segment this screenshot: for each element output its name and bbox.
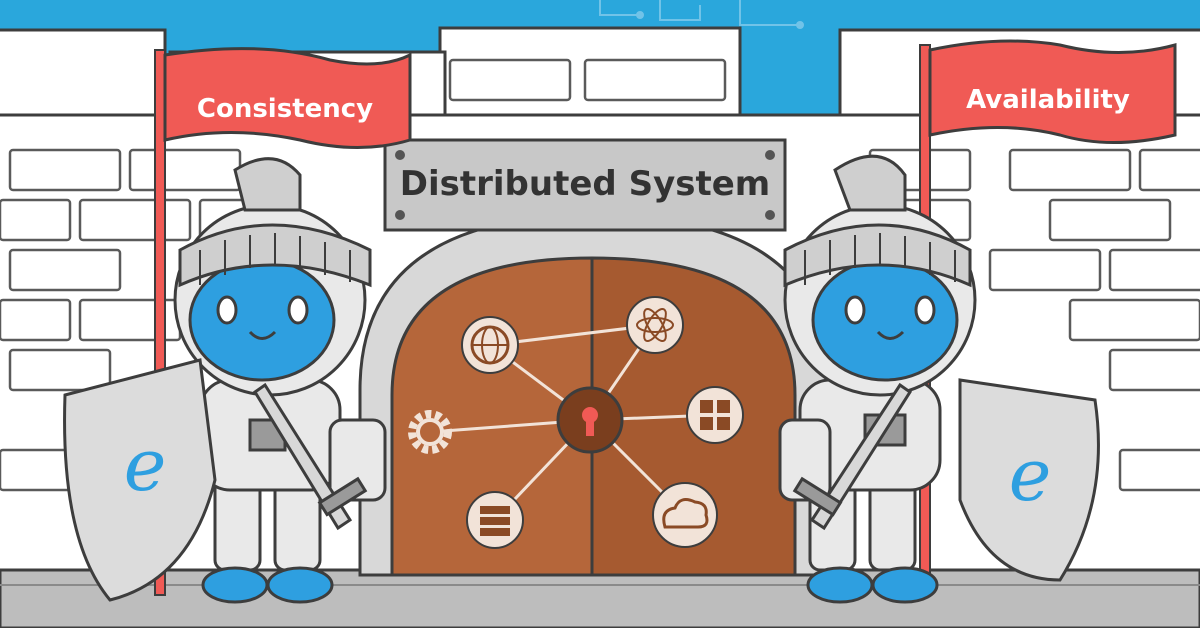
server-icon [466,491,524,549]
knight-right: e [778,154,1100,604]
ground [0,568,1200,628]
circuit-pattern [599,0,804,29]
flag-consistency: Consistency [154,47,412,596]
globe-icon [461,316,519,374]
flag-label-consistency: Consistency [197,94,373,124]
calculator-icon [686,386,744,444]
shield-right [958,378,1100,582]
knight-face [188,258,336,382]
shield-left [63,358,217,602]
boot-right [871,566,939,604]
knight-left: e [63,157,387,604]
atom-icon [626,296,684,354]
knight-face [811,258,959,382]
cloud-icon [652,482,718,548]
shield-logo-left: e [124,423,167,507]
boot-right [266,566,334,604]
banner-title: Distributed System [400,164,770,204]
keyhole-icon [556,386,624,454]
shield-logo-right: e [1009,433,1052,517]
boot-left [201,566,269,604]
gear-icon [408,410,452,454]
boot-left [806,566,874,604]
flag-label-availability: Availability [966,85,1130,115]
system-banner: Distributed System [383,138,787,232]
